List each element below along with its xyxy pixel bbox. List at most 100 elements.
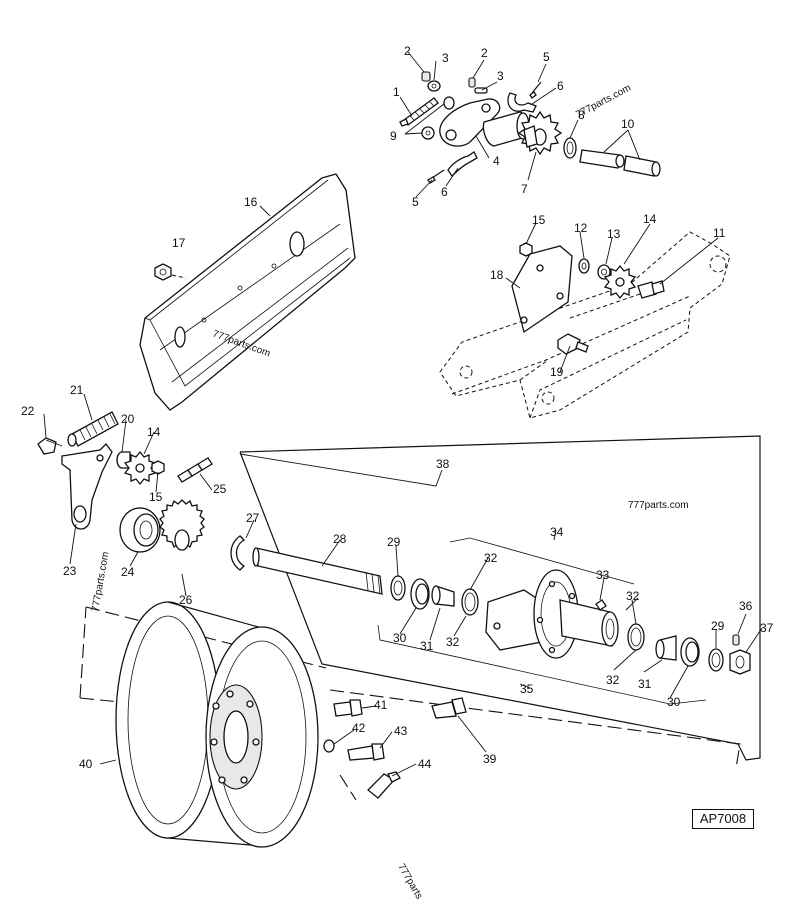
part-3-nut-left — [427, 80, 441, 92]
callout-8: 8 — [578, 108, 585, 122]
bracket-35 — [377, 624, 707, 705]
callout-4: 4 — [493, 154, 500, 168]
part-14-idler-sprocket — [603, 264, 637, 300]
callout-9: 9 — [390, 129, 397, 143]
reference-code-box: AP7008 — [692, 809, 754, 829]
callout-32: 32 — [626, 589, 640, 603]
watermark-left: 777parts.com — [90, 551, 111, 613]
part-22-bolt — [37, 437, 63, 455]
callout-2: 2 — [404, 44, 411, 58]
part-hub-body — [485, 569, 619, 659]
part-19-bolt — [557, 333, 589, 355]
callout-3: 3 — [497, 69, 504, 83]
part-7-sprocket — [517, 110, 563, 156]
callout-20: 20 — [121, 412, 135, 426]
part-13-bushing — [597, 264, 611, 280]
callout-5: 5 — [543, 50, 550, 64]
part-26-large-sprocket — [159, 499, 205, 551]
bracket-34 — [449, 537, 635, 585]
part-40-wheel-rim — [115, 601, 319, 848]
part-28-axle — [252, 547, 383, 595]
part-31-cone-left — [431, 585, 455, 607]
part-2-screw-right — [468, 77, 476, 88]
callout-43: 43 — [394, 724, 408, 738]
part-32-cup-left — [461, 588, 479, 616]
callout-29: 29 — [711, 619, 725, 633]
callout-19: 19 — [550, 365, 564, 379]
part-32-cup-right — [627, 623, 645, 651]
part-12-washer — [578, 258, 590, 274]
part-17-nut — [154, 263, 187, 281]
part-31-cone-right — [655, 635, 677, 661]
part-30-bearing-right — [680, 637, 700, 667]
callout-41: 41 — [374, 698, 388, 712]
part-18-plate — [511, 245, 573, 334]
part-9-washers — [421, 96, 455, 140]
callout-36: 36 — [739, 599, 753, 613]
part-39-bolt — [431, 697, 467, 719]
callout-33: 33 — [596, 568, 610, 582]
part-25-chain-link — [177, 457, 213, 483]
callout-13: 13 — [607, 227, 621, 241]
part-15-nut-top — [519, 242, 533, 257]
callout-23: 23 — [63, 564, 77, 578]
callout-18: 18 — [490, 268, 504, 282]
callout-12: 12 — [574, 221, 588, 235]
callout-30: 30 — [667, 695, 681, 709]
part-42-washer — [323, 739, 335, 753]
callout-2: 2 — [481, 46, 488, 60]
part-43-bolt — [347, 743, 385, 761]
watermark-hub: 777parts.com — [628, 500, 689, 511]
part-10-rollers — [579, 149, 661, 177]
callout-39: 39 — [483, 752, 497, 766]
part-2-screw-left — [421, 71, 431, 82]
part-6-hook-top — [507, 92, 537, 113]
part-16-chain-guard — [139, 173, 356, 411]
callout-29: 29 — [387, 535, 401, 549]
callout-25: 25 — [213, 482, 227, 496]
callout-3: 3 — [442, 51, 449, 65]
watermark-top: 777parts.com — [574, 82, 633, 120]
callout-14: 14 — [147, 425, 161, 439]
frame-arm-dashed — [439, 231, 731, 419]
callout-30: 30 — [393, 631, 407, 645]
part-8-ring — [563, 137, 577, 159]
part-11-bolt — [637, 280, 665, 299]
callout-35: 35 — [520, 682, 534, 696]
callout-11: 11 — [713, 226, 726, 240]
callout-32: 32 — [606, 673, 620, 687]
part-14-small-sprocket — [123, 450, 157, 486]
callout-44: 44 — [418, 757, 432, 771]
callout-40: 40 — [79, 757, 93, 771]
part-36-pin — [732, 634, 740, 646]
callout-5: 5 — [412, 195, 419, 209]
callout-16: 16 — [244, 195, 258, 209]
callout-17: 17 — [172, 236, 186, 250]
callout-6: 6 — [557, 79, 564, 93]
callout-1: 1 — [393, 85, 400, 99]
part-44-valve — [367, 771, 401, 799]
part-33-grease-fitting — [595, 599, 607, 611]
callout-42: 42 — [352, 721, 366, 735]
callout-labels: 2 3 2 3 5 6 1 8 9 10 4 6 7 5 16 15 14 12… — [21, 44, 774, 771]
top-assembly — [399, 71, 661, 184]
callout-10: 10 — [621, 117, 635, 131]
callout-7: 7 — [521, 182, 528, 196]
part-29-ring-right — [708, 648, 724, 672]
callout-14: 14 — [643, 212, 657, 226]
callout-15: 15 — [532, 213, 546, 227]
callout-38: 38 — [436, 457, 450, 471]
callout-34: 34 — [550, 525, 564, 539]
part-5-pin-top — [529, 81, 542, 99]
part-24-hub — [119, 507, 161, 553]
callout-37: 37 — [760, 621, 774, 635]
callout-6: 6 — [441, 185, 448, 199]
callout-15: 15 — [149, 490, 163, 504]
hub-assembly-box-38 — [239, 435, 761, 761]
part-29-ring-left — [390, 575, 406, 601]
callout-21: 21 — [70, 383, 84, 397]
callout-32: 32 — [446, 635, 460, 649]
callout-27: 27 — [246, 511, 260, 525]
watermark-bottom: 777parts — [395, 862, 424, 901]
